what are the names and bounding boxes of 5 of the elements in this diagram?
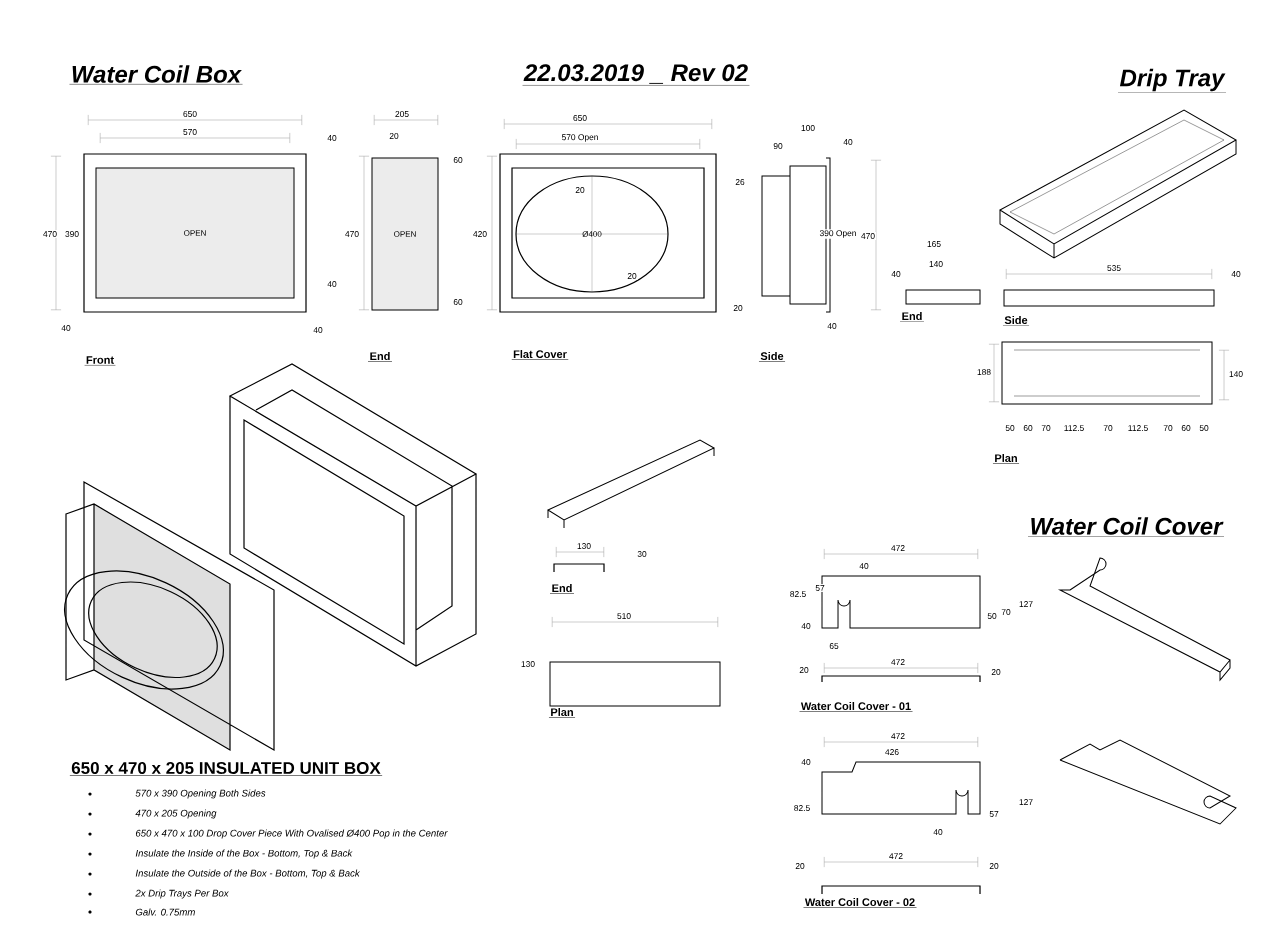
heading: Water Coil Box bbox=[69, 65, 243, 85]
heading: 22.03.2019 _ Rev 02 bbox=[522, 64, 750, 86]
subheading: 650 x 470 x 205 INSULATED UNIT BOX bbox=[69, 762, 383, 776]
heading: Drip Tray bbox=[1117, 68, 1227, 93]
heading: Water Coil Cover bbox=[1027, 517, 1225, 537]
